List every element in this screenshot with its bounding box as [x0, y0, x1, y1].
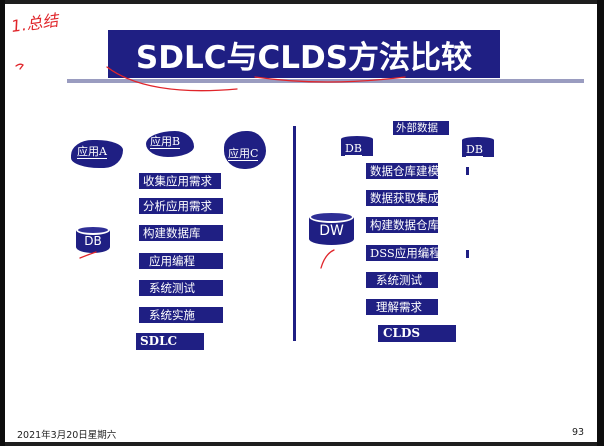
dw-label: DW — [319, 223, 344, 239]
clds-step-tick-2 — [466, 250, 469, 258]
app-c-cloud — [224, 131, 266, 169]
slide-title: SDLC与CLDS方法比较 — [108, 30, 500, 78]
clds-source-db-2-label: DB — [466, 143, 483, 157]
clds-source-db-1-label: DB — [345, 142, 362, 156]
clds-step-3: 构建数据仓库 — [366, 217, 439, 233]
sdlc-step-2: 分析应用需求 — [139, 198, 223, 214]
clds-step-tick-1 — [466, 167, 469, 175]
sdlc-step-4: 应用编程 — [139, 253, 223, 269]
dw-cylinder: DW — [309, 211, 354, 245]
clds-step-2: 数据获取集成 — [366, 190, 439, 206]
app-a-label: 应用A — [77, 145, 107, 159]
footer-date: 2021年3月20日星期六 — [17, 430, 117, 441]
app-b-cloud — [146, 131, 194, 157]
sdlc-db-cylinder: DB — [76, 225, 110, 253]
column-divider — [293, 126, 296, 341]
page-number: 93 — [572, 427, 585, 438]
sdlc-step-1: 收集应用需求 — [139, 173, 221, 189]
clds-source-db-1: DB — [341, 136, 373, 156]
viewer-left-border — [0, 0, 5, 446]
app-c-label: 应用C — [228, 147, 259, 161]
external-data-box: 外部数据 — [393, 121, 449, 135]
clds-label: CLDS — [378, 325, 456, 342]
app-b-label: 应用B — [150, 135, 181, 149]
sdlc-step-3: 构建数据库 — [139, 225, 223, 241]
clds-step-1: 数据仓库建模 — [366, 163, 439, 179]
sdlc-step-5: 系统测试 — [139, 280, 223, 296]
sdlc-step-6: 系统实施 — [139, 307, 223, 323]
clds-source-db-2: DB — [462, 137, 494, 157]
clds-step-6: 理解需求 — [366, 299, 438, 315]
title-underline-rule — [67, 79, 584, 83]
sdlc-db-label: DB — [84, 234, 102, 248]
clds-step-4: DSS应用编程 — [366, 245, 441, 261]
viewer-right-border — [597, 0, 604, 446]
app-a-cloud — [71, 140, 123, 168]
clds-step-5: 系统测试 — [366, 272, 438, 288]
sdlc-label: SDLC — [136, 333, 204, 350]
